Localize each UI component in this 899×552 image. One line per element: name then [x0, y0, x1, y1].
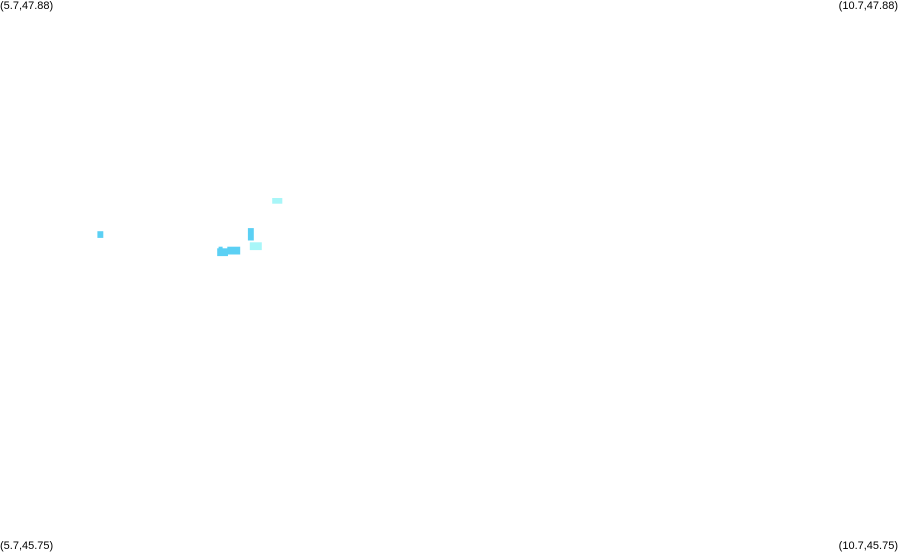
map-feature-2[interactable] — [218, 246, 223, 253]
map-feature-4[interactable] — [247, 228, 254, 241]
corner-coordinate-top-left: (5.7,47.88) — [0, 0, 54, 12]
corner-coordinate-top-right: (10.7,47.88) — [838, 0, 898, 12]
corner-coordinate-bottom-left: (5.7,45.75) — [0, 540, 54, 552]
feature-layer — [97, 198, 283, 257]
map-feature-0[interactable] — [97, 231, 104, 238]
map-feature-5[interactable] — [249, 242, 262, 251]
map-feature-3[interactable] — [227, 246, 241, 255]
map-feature-6[interactable] — [272, 198, 283, 204]
corner-coordinate-bottom-right: (10.7,45.75) — [838, 540, 898, 552]
